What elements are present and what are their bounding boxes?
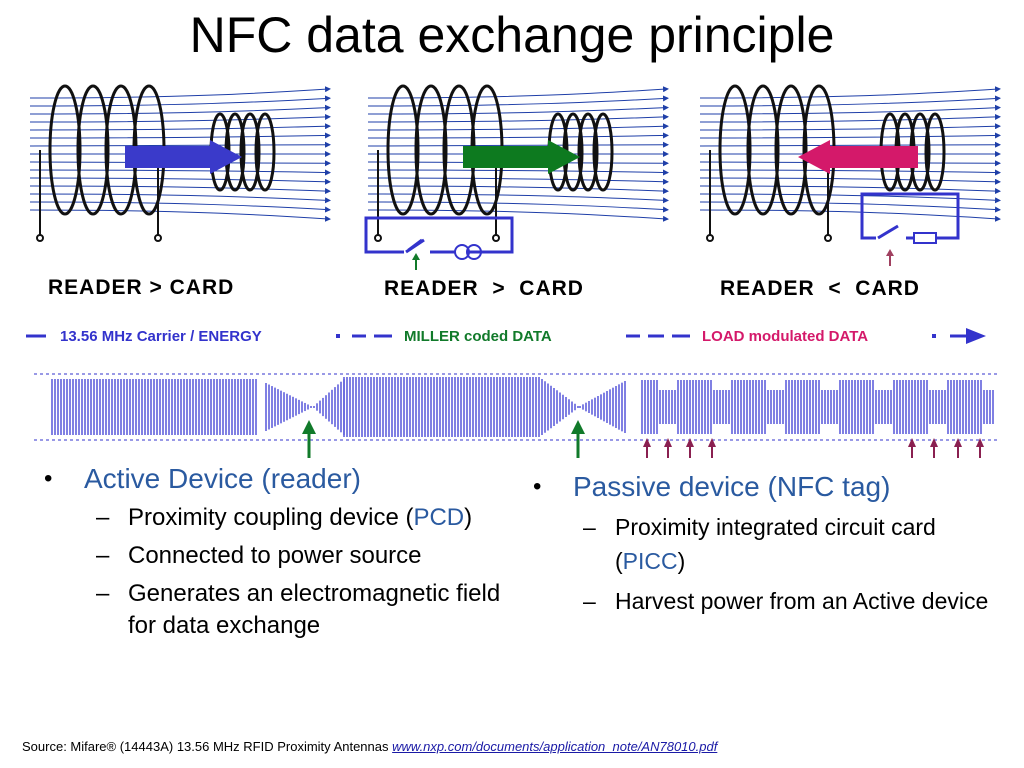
legend-carrier: 13.56 MHz Carrier / ENERGY — [60, 328, 262, 345]
panel-card-to-reader-load — [699, 84, 1001, 266]
nfc-diagram: READER > CARD READER > CARD READER < CAR… — [26, 84, 1001, 458]
panel-reader-to-card-carrier — [29, 84, 331, 242]
arrow-right-icon — [966, 328, 986, 344]
bullet-passive-device: • Passive device (NFC tag) — [533, 470, 1003, 504]
page-title: NFC data exchange principle — [189, 7, 835, 63]
arrow-up-icon — [302, 420, 316, 434]
passive-device-heading: Passive device (NFC tag) — [573, 471, 891, 502]
arrow-up-icon — [412, 253, 420, 260]
signal-waveform — [34, 373, 1000, 441]
sub-item-harvest: – Harvest power from an Active device — [583, 584, 1003, 618]
active-device-heading: Active Device (reader) — [84, 463, 361, 494]
pcd-text: Proximity coupling device ( — [128, 504, 414, 531]
field-text: Generates an electromagnetic field for d… — [128, 580, 501, 639]
coil-icon — [706, 84, 836, 242]
arrow-up-icon — [886, 249, 894, 256]
arrow-left-icon — [798, 140, 918, 174]
power-text: Connected to power source — [128, 542, 422, 569]
sub-item-pcd: – Proximity coupling device (PCD) — [96, 504, 473, 531]
arrow-up-icon — [686, 438, 694, 447]
legend-miller: MILLER coded DATA — [404, 328, 552, 345]
arrow-right-icon — [463, 140, 580, 174]
panel-label-0: READER > CARD — [48, 276, 234, 299]
arrow-up-icon — [708, 438, 716, 447]
sub-item-power: – Connected to power source — [96, 540, 524, 572]
switch-icon — [860, 192, 960, 244]
sub-item-picc: – Proximity integrated circuit card (PIC… — [583, 514, 936, 574]
arrow-up-icon — [643, 438, 651, 447]
source-link[interactable]: www.nxp.com/documents/application_note/A… — [392, 739, 718, 754]
arrow-up-icon — [908, 438, 916, 447]
arrow-up-icon — [664, 438, 672, 447]
field-lines — [367, 86, 669, 222]
legend-load: LOAD modulated DATA — [702, 328, 868, 345]
harvest-text: Harvest power from an Active device — [615, 588, 989, 614]
bullet-dot-icon: • — [44, 465, 53, 492]
legend-line: 13.56 MHz Carrier / ENERGY MILLER coded … — [26, 328, 986, 345]
panel-label-2: READER < CARD — [720, 277, 920, 300]
panel-reader-to-card-miller — [364, 84, 669, 270]
passive-device-section: • Passive device (NFC tag) – Proximity i… — [533, 470, 1003, 624]
active-device-section: • Active Device (reader) – Proximity cou… — [44, 462, 524, 648]
arrow-up-icon — [954, 438, 962, 447]
arrow-right-icon — [125, 140, 242, 174]
switch-icon — [364, 216, 514, 260]
pcd-acronym: PCD — [413, 504, 465, 531]
picc-text: Proximity integrated circuit card ( — [615, 514, 936, 574]
panel-label-1: READER > CARD — [384, 277, 584, 300]
waveform-markers — [302, 420, 984, 458]
arrow-up-icon — [976, 438, 984, 447]
source-text: Source: Mifare® (14443A) 13.56 MHz RFID … — [22, 739, 393, 754]
sub-item-field: – Generates an electromagnetic field for… — [96, 578, 524, 642]
picc-acronym: PICC — [622, 548, 678, 574]
source-citation: Source: Mifare® (14443A) 13.56 MHz RFID … — [22, 739, 717, 754]
arrow-up-icon — [930, 438, 938, 447]
arrow-up-icon — [571, 420, 585, 434]
bullet-active-device: • Active Device (reader) — [44, 462, 524, 496]
bullet-dot-icon: • — [533, 473, 542, 500]
